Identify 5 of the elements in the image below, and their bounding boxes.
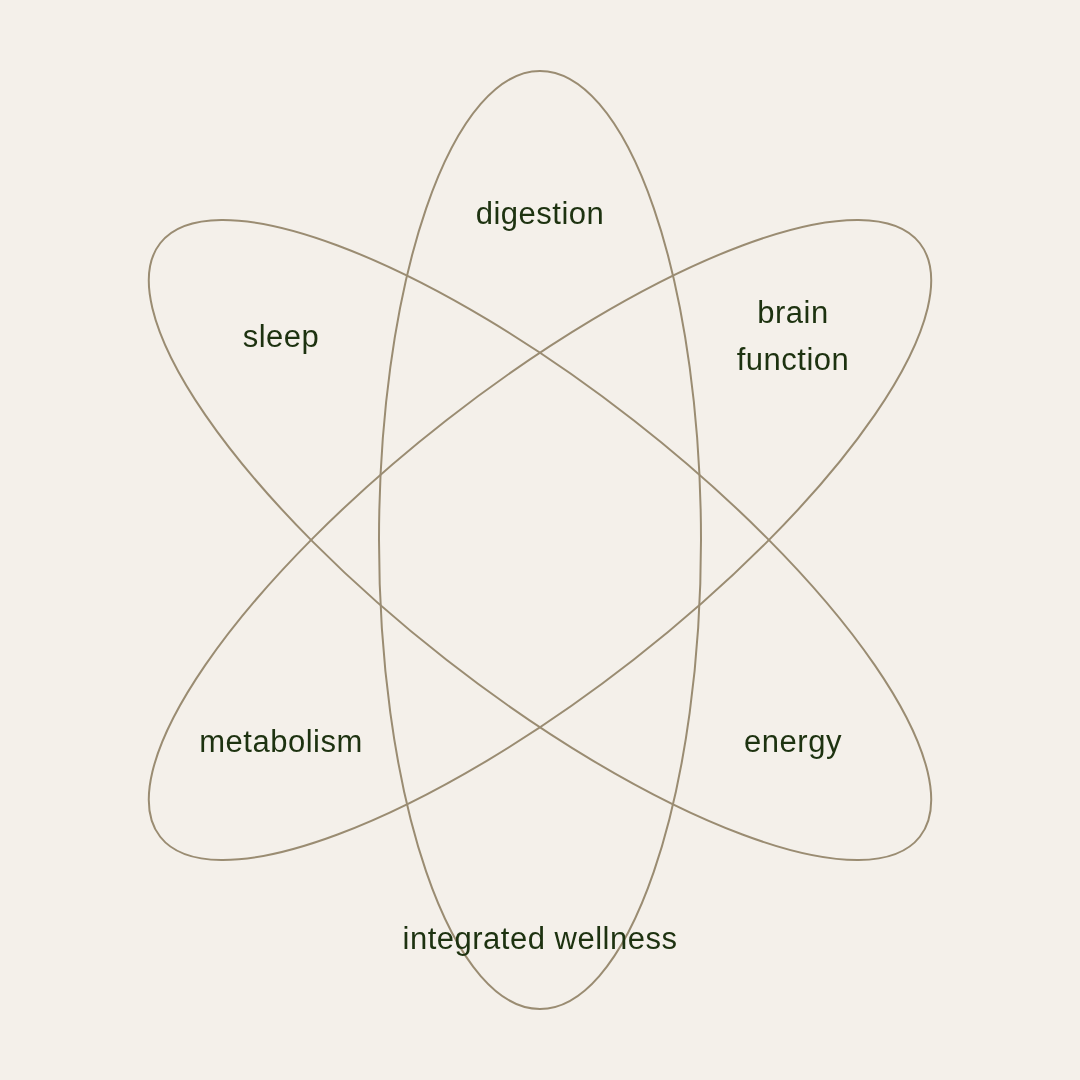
orbit-label: brain function bbox=[735, 294, 851, 379]
orbit-label: digestion bbox=[474, 194, 606, 233]
orbit-label: energy bbox=[743, 722, 843, 761]
orbit-label: sleep bbox=[241, 317, 321, 356]
orbit-label: metabolism bbox=[198, 722, 364, 761]
